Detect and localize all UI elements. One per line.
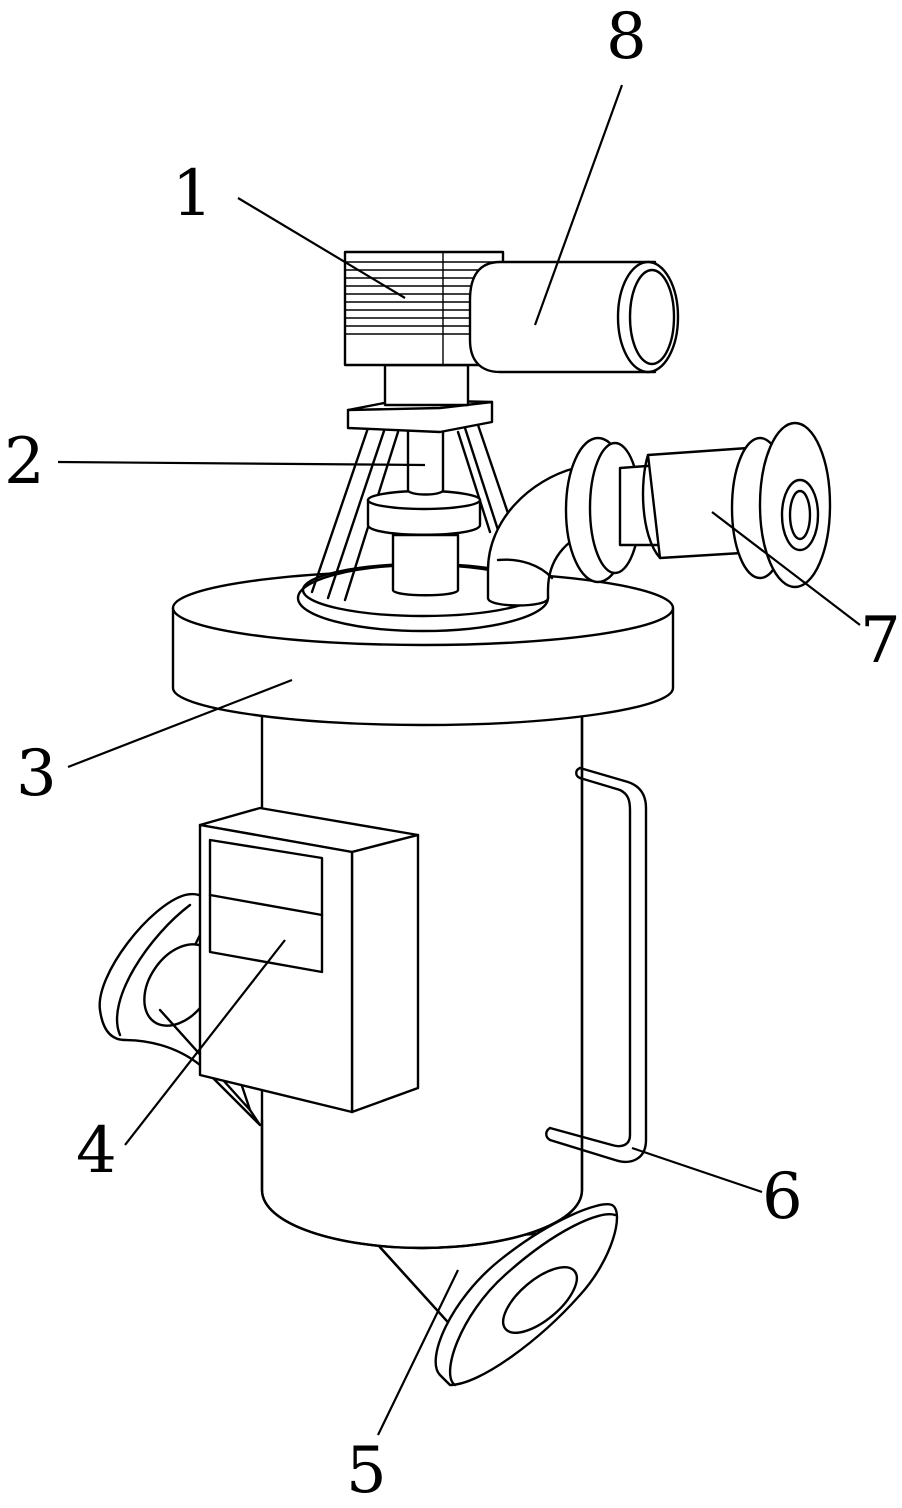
leader-1 (237, 197, 406, 299)
callout-7: 7 (860, 604, 901, 678)
leader-8 (533, 84, 624, 326)
callout-1: 1 (172, 157, 213, 231)
callout-8: 8 (606, 0, 647, 74)
leader-7 (711, 511, 861, 626)
callout-labels: 1 2 3 4 5 6 7 8 (4, 0, 901, 1508)
side-handle (545, 766, 648, 1163)
bottom-outlet-cone (376, 1203, 619, 1387)
leader-5 (377, 1269, 459, 1436)
leader-lines (57, 84, 861, 1436)
leader-2 (57, 460, 426, 467)
callout-5: 5 (346, 1434, 387, 1503)
callout-3: 3 (16, 737, 57, 811)
leader-3 (67, 678, 293, 769)
callout-4: 4 (76, 1114, 117, 1188)
leader-4 (124, 939, 286, 1146)
tripod-support (310, 398, 514, 602)
motor-cylinder (468, 260, 680, 374)
outlet-elbow-valve (486, 421, 832, 607)
callout-2: 2 (4, 425, 45, 499)
control-box (198, 806, 420, 1114)
callout-6: 6 (762, 1160, 803, 1234)
leader-6 (631, 1146, 763, 1194)
